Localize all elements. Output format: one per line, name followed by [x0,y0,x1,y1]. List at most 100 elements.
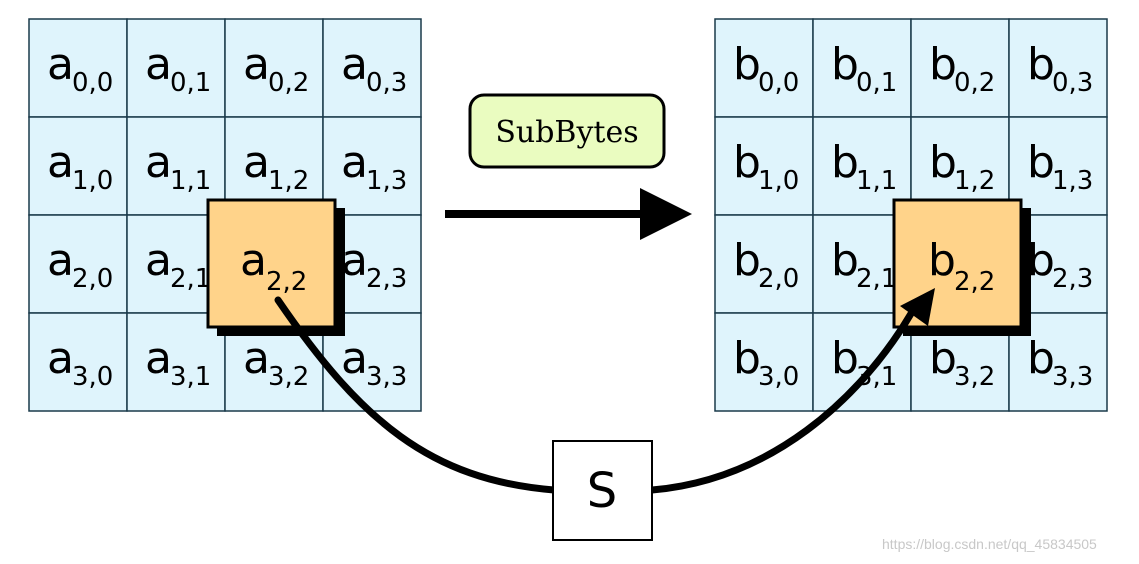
cell-subscript: 0,1 [856,68,897,98]
matrix-cell-box [224,18,324,118]
cell-subscript: 3,3 [366,362,407,392]
cell-symbol: a [341,235,368,286]
highlight-b-subscript: 2,2 [954,267,995,297]
cell-subscript: 2,0 [72,264,113,294]
matrix-cell-box [714,312,814,412]
cell-symbol: a [341,333,368,384]
matrix-cell: b3,0 [714,312,814,412]
cell-symbol: a [47,235,74,286]
cell-subscript: 3,0 [72,362,113,392]
matrix-cell: a1,3 [322,116,422,216]
matrix-cell: a0,0 [28,18,128,118]
cell-subscript: 1,0 [72,166,113,196]
cell-symbol: b [929,39,957,90]
sbox-label: S [587,463,617,519]
cell-symbol: b [733,333,761,384]
matrix-cell-box [714,214,814,314]
cell-symbol: a [243,39,270,90]
cell-subscript: 0,0 [72,68,113,98]
matrix-cell-box [28,18,128,118]
matrix-cell-box [812,312,912,412]
cell-subscript: 0,3 [366,68,407,98]
cell-symbol: b [1027,39,1055,90]
matrix-cell: b1,0 [714,116,814,216]
cell-subscript: 1,3 [1052,166,1093,196]
matrix-cell: a2,0 [28,214,128,314]
cell-symbol: a [341,39,368,90]
matrix-cell-box [1008,18,1108,118]
matrix-cell-box [812,18,912,118]
cell-subscript: 1,1 [856,166,897,196]
highlight-b-symbol: b [928,235,956,286]
matrix-cell-box [322,116,422,216]
operation-label: SubBytes [495,115,638,150]
matrix-cell: b0,0 [714,18,814,118]
cell-symbol: a [341,137,368,188]
cell-symbol: a [47,39,74,90]
matrix-cell: b0,1 [812,18,912,118]
cell-symbol: a [145,137,172,188]
matrix-cell-box [28,312,128,412]
sbox-mapping-curve [274,288,935,494]
matrix-cell: b0,2 [910,18,1010,118]
matrix-cell-box [714,116,814,216]
cell-symbol: a [47,137,74,188]
cell-subscript: 2,3 [366,264,407,294]
cell-subscript: 2,0 [758,264,799,294]
cell-symbol: b [733,137,761,188]
cell-subscript: 1,3 [366,166,407,196]
sbox: S [552,440,653,541]
cell-subscript: 0,2 [954,68,995,98]
highlight-a-symbol: a [240,235,267,286]
matrix-cell: b2,0 [714,214,814,314]
cell-symbol: b [831,235,859,286]
cell-symbol: b [831,137,859,188]
cell-symbol: a [47,333,74,384]
cell-symbol: b [1027,137,1055,188]
cell-subscript: 3,2 [954,362,995,392]
matrix-cell: a0,3 [322,18,422,118]
cell-subscript: 3,0 [758,362,799,392]
cell-symbol: b [831,333,859,384]
cell-symbol: a [145,333,172,384]
matrix-cell-box [28,214,128,314]
cell-subscript: 0,0 [758,68,799,98]
operation-label-box: SubBytes [468,93,666,169]
matrix-cell: a0,2 [224,18,324,118]
cell-symbol: b [1027,333,1055,384]
watermark: https://blog.csdn.net/qq_45834505 [882,536,1097,552]
cell-subscript: 2,3 [1052,264,1093,294]
cell-symbol: b [929,333,957,384]
matrix-cell: a1,0 [28,116,128,216]
cell-subscript: 0,2 [268,68,309,98]
highlight-a-subscript: 2,2 [266,267,307,297]
cell-symbol: a [145,39,172,90]
cell-subscript: 3,1 [170,362,211,392]
cell-subscript: 0,1 [170,68,211,98]
matrix-cell: a0,1 [126,18,226,118]
cell-symbol: b [831,39,859,90]
cell-symbol: b [929,137,957,188]
matrix-cell: a3,0 [28,312,128,412]
matrix-cell: a3,3 [322,312,422,412]
cell-subscript: 1,2 [268,166,309,196]
cell-symbol: a [243,137,270,188]
matrix-cell-box [322,18,422,118]
cell-symbol: b [733,39,761,90]
matrix-cell: b1,3 [1008,116,1108,216]
cell-subscript: 1,2 [954,166,995,196]
matrix-cell-box [1008,116,1108,216]
cell-subscript: 1,1 [170,166,211,196]
matrix-cell: b3,3 [1008,312,1108,412]
cell-subscript: 2,1 [170,264,211,294]
highlighted-cell-a: a 2,2 [206,198,345,336]
cell-subscript: 3,2 [268,362,309,392]
cell-symbol: a [243,333,270,384]
cell-subscript: 1,0 [758,166,799,196]
matrix-cell-box [910,18,1010,118]
matrix-cell: b0,3 [1008,18,1108,118]
cell-subscript: 0,3 [1052,68,1093,98]
cell-symbol: a [145,235,172,286]
